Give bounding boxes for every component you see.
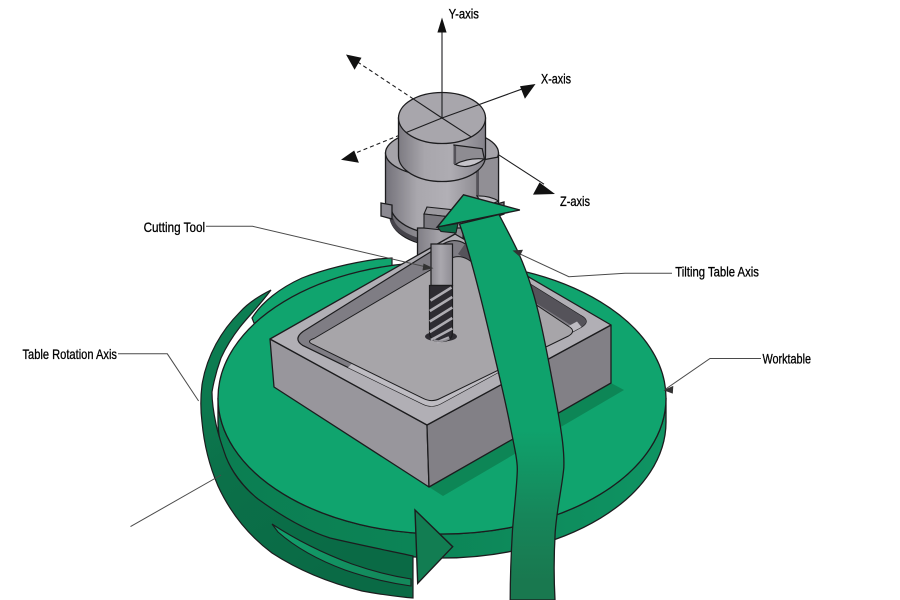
svg-text:X-axis: X-axis bbox=[541, 71, 571, 87]
svg-text:Cutting Tool: Cutting Tool bbox=[144, 219, 206, 235]
svg-text:Z-axis: Z-axis bbox=[560, 193, 590, 209]
svg-text:Tilting Table Axis: Tilting Table Axis bbox=[675, 263, 759, 279]
svg-text:Table Rotation Axis: Table Rotation Axis bbox=[23, 346, 118, 362]
svg-text:Y-axis: Y-axis bbox=[449, 6, 479, 22]
svg-text:Worktable: Worktable bbox=[763, 351, 812, 367]
